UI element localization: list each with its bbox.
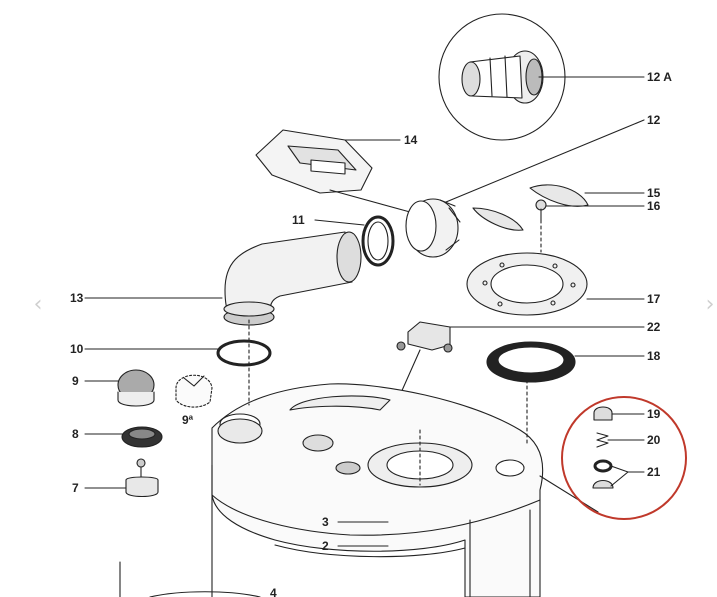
highlight-circle (561, 396, 687, 520)
label-10: 10 (70, 342, 84, 356)
part-14-cover (255, 129, 411, 213)
label-20: 20 (647, 433, 661, 447)
part-labels: 12 A 12 14 15 16 11 13 17 22 10 18 9 9ª … (70, 70, 672, 597)
parts-19-20-21 (592, 406, 645, 489)
label-12: 12 (647, 113, 661, 127)
part-18-seal (486, 341, 645, 383)
part-17-flange (466, 252, 645, 316)
part-12-nut (405, 119, 645, 258)
part-7-valve (84, 458, 159, 498)
label-3: 3 (322, 515, 329, 529)
part-12a-detail (438, 13, 645, 141)
label-13: 13 (70, 291, 84, 305)
label-15: 15 (647, 186, 661, 200)
label-17: 17 (647, 292, 661, 306)
label-7: 7 (72, 481, 79, 495)
part-13-elbow (84, 231, 362, 326)
part-16-screw (472, 199, 645, 253)
tank-body (119, 319, 599, 597)
part-15-gasket (529, 184, 645, 207)
label-19: 19 (647, 407, 661, 421)
part-22-sensor (396, 321, 645, 396)
previous-arrow-icon[interactable]: ‹ (33, 292, 43, 317)
next-arrow-icon[interactable]: › (705, 292, 715, 317)
label-9a: 9ª (182, 413, 194, 427)
label-4: 4 (270, 586, 277, 597)
label-8: 8 (72, 427, 79, 441)
label-12a: 12 A (647, 70, 672, 84)
part-11-seal (314, 215, 395, 267)
label-2: 2 (322, 539, 329, 553)
part-9-cap (84, 369, 155, 407)
label-14: 14 (404, 133, 418, 147)
part-10-oring (84, 339, 272, 367)
label-11: 11 (292, 213, 305, 227)
label-22: 22 (647, 320, 661, 334)
label-18: 18 (647, 349, 661, 363)
label-16: 16 (647, 199, 661, 213)
part-8-ring (84, 426, 163, 448)
part-9a-cap (175, 374, 213, 408)
label-9: 9 (72, 374, 79, 388)
label-21: 21 (647, 465, 661, 479)
